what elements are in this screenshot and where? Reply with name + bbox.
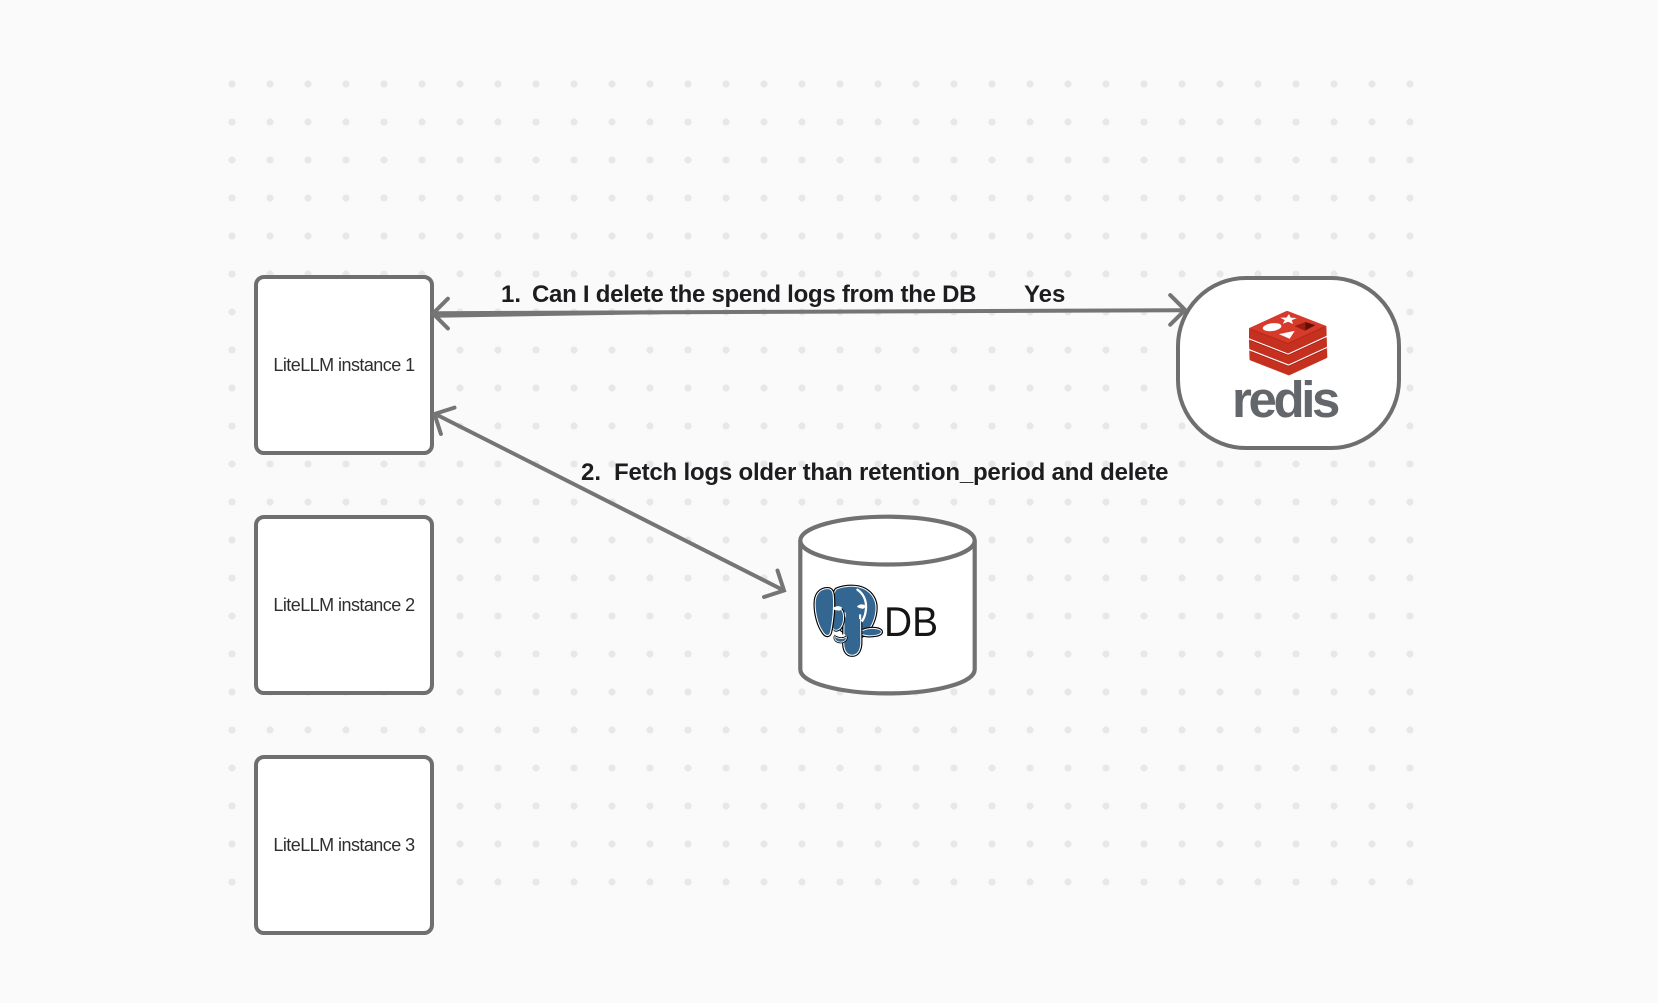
svg-text:DB: DB <box>884 598 938 644</box>
